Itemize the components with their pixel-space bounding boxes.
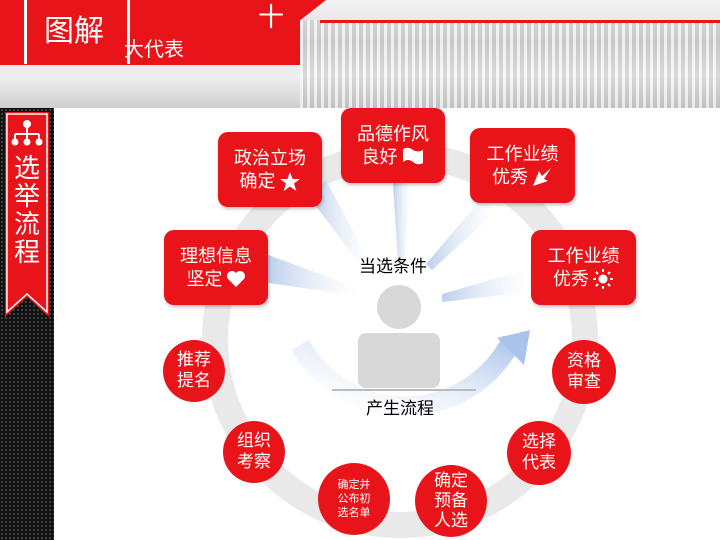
step-line: 预备 bbox=[434, 491, 468, 511]
condition-line: 优秀 bbox=[553, 268, 589, 290]
conditions-label: 当选条件 bbox=[359, 257, 427, 277]
condition-line: 工作业绩 bbox=[486, 143, 559, 165]
condition-line: 政治立场 bbox=[234, 147, 306, 169]
ray-4 bbox=[426, 198, 498, 270]
condition-line: 理想信息 bbox=[180, 245, 252, 267]
step-line: 选名单 bbox=[337, 506, 371, 519]
arrow-icon bbox=[533, 168, 551, 186]
sidebar-label: 选举流程 bbox=[13, 154, 40, 268]
step-circle-nominate: 推荐 提名 bbox=[163, 340, 225, 402]
process-arrow bbox=[291, 335, 521, 417]
step-line: 资格 bbox=[567, 351, 601, 371]
header-red-corner bbox=[298, 0, 326, 22]
step-line: 组织 bbox=[237, 431, 271, 451]
condition-line: 良好 bbox=[361, 146, 398, 168]
star-icon bbox=[279, 171, 300, 191]
condition-box-performance-1: 工作业绩 优秀 bbox=[470, 128, 575, 203]
step-circle-publish: 确定并 公布初 选名单 bbox=[318, 463, 390, 535]
heart-icon bbox=[226, 271, 245, 287]
process-label: 产生流程 bbox=[366, 399, 434, 419]
flag-icon bbox=[402, 147, 423, 165]
condition-box-performance-2: 工作业绩 优秀 bbox=[531, 230, 636, 305]
sidebar-ribbon bbox=[5, 112, 49, 317]
condition-line: 确定 bbox=[239, 170, 276, 192]
step-line: 考察 bbox=[237, 452, 271, 472]
step-circle-review: 资格 审查 bbox=[552, 340, 616, 404]
page-title: 图解 bbox=[44, 14, 104, 49]
condition-line: 品德作风 bbox=[357, 123, 429, 145]
step-line: 代表 bbox=[522, 453, 556, 473]
ray-5 bbox=[442, 268, 532, 302]
condition-line: 优秀 bbox=[492, 166, 528, 188]
header-texture bbox=[300, 20, 720, 108]
condition-line: 工作业绩 bbox=[547, 245, 620, 267]
step-line: 提名 bbox=[177, 371, 211, 391]
step-line: 审查 bbox=[567, 372, 601, 392]
step-line: 人选 bbox=[434, 511, 468, 531]
ray-1 bbox=[268, 255, 360, 296]
step-line: 推荐 bbox=[177, 350, 211, 370]
step-line: 公布初 bbox=[337, 492, 371, 505]
person-silhouette-icon bbox=[358, 285, 440, 388]
step-circle-elect: 选择 代表 bbox=[507, 421, 571, 485]
condition-box-morality: 品德作风 良好 bbox=[341, 108, 445, 183]
title-symbol: 十 bbox=[258, 3, 285, 33]
sun-icon bbox=[593, 269, 613, 289]
condition-box-ideals: 理想信息 坚定 bbox=[164, 230, 268, 305]
page-subtitle: 大代表 bbox=[124, 37, 184, 61]
step-line: 选择 bbox=[522, 432, 556, 452]
step-line: 确定并 bbox=[337, 478, 371, 491]
org-chart-icon bbox=[11, 120, 43, 146]
ray-3 bbox=[393, 183, 411, 262]
condition-line: 坚定 bbox=[186, 268, 223, 290]
step-line: 确定 bbox=[434, 471, 468, 491]
ray-2 bbox=[310, 180, 372, 270]
title-box bbox=[24, 0, 130, 64]
condition-box-politics: 政治立场 确定 bbox=[218, 132, 322, 207]
process-arrow-head bbox=[497, 330, 530, 365]
step-circle-inspect: 组织 考察 bbox=[223, 421, 285, 483]
step-circle-candidates: 确定 预备 人选 bbox=[415, 465, 487, 537]
header-red-line bbox=[320, 20, 720, 23]
